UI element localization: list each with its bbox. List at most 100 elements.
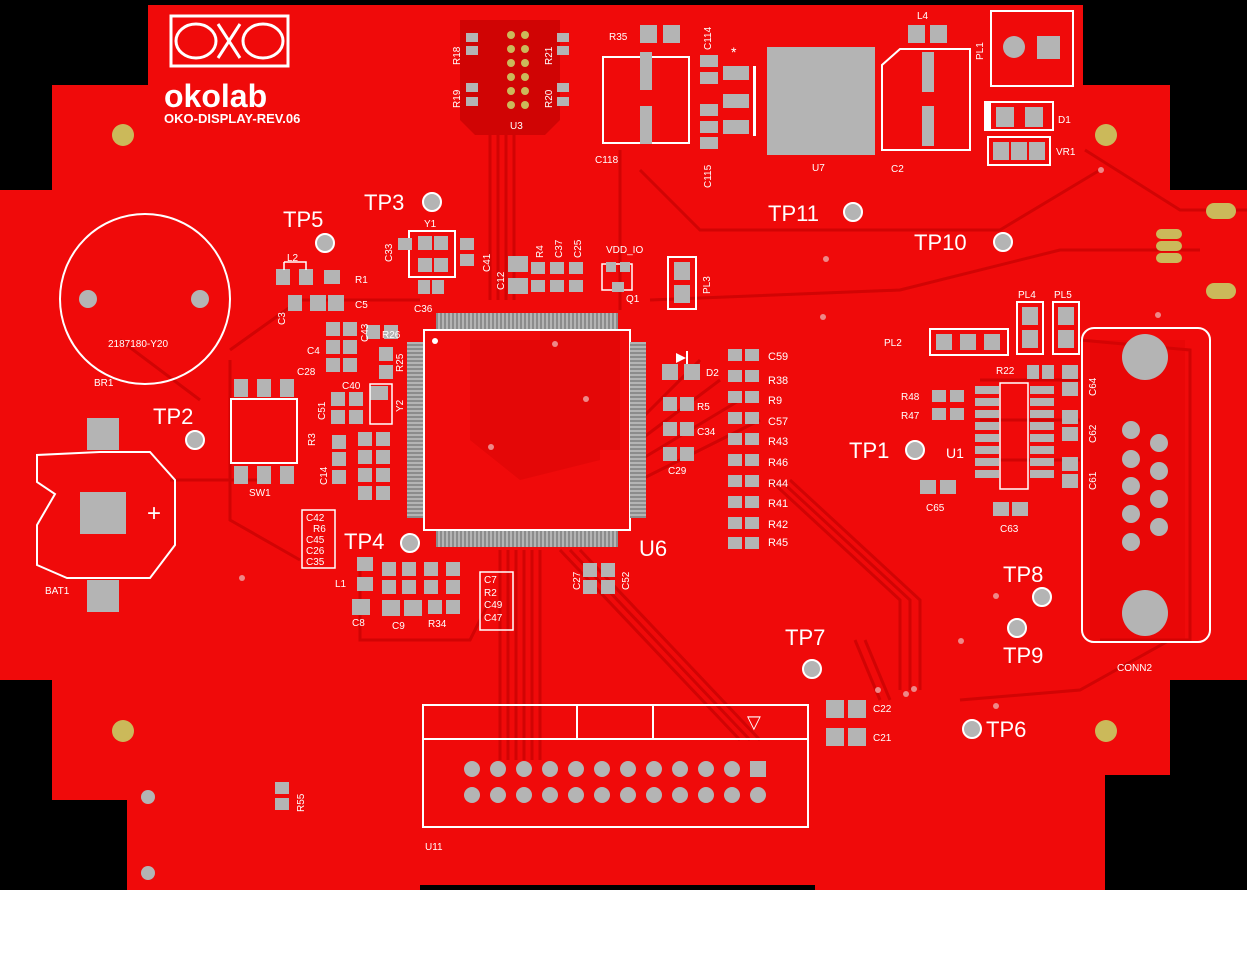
ref-r44: R44 (768, 478, 788, 490)
passives-left-column (276, 269, 398, 500)
ref-c26: C26 (306, 546, 325, 557)
ref-r45: R45 (768, 537, 788, 549)
crystal-y1 (398, 230, 474, 294)
caps-c27-c52 (583, 563, 615, 594)
resistor-r55 (275, 782, 289, 810)
board-outline (0, 5, 1247, 890)
ref-c65: C65 (926, 503, 945, 514)
ref-r9: R9 (768, 395, 782, 407)
ref-y1: Y1 (424, 219, 437, 230)
battery-holder-br1 (59, 213, 231, 385)
ribbon-header-u11 (422, 704, 809, 828)
pin1-star: * (731, 44, 737, 60)
ref-l1: L1 (335, 579, 347, 590)
ref-r47: R47 (901, 411, 920, 422)
ref-r3: R3 (307, 433, 318, 446)
ref-r48: R48 (901, 392, 920, 403)
mounting-holes (112, 124, 1117, 880)
ref-c42: C42 (306, 513, 325, 524)
ref-u3: U3 (510, 121, 523, 132)
caps-c22-c21 (826, 700, 866, 746)
ref-r21: R21 (544, 46, 555, 65)
ref-pl2: PL2 (884, 338, 902, 349)
ref-r6: R6 (313, 524, 326, 535)
ref-u1: U1 (946, 445, 964, 461)
plug-pl3 (667, 256, 697, 310)
vdd-io-label: VDD_IO (606, 245, 643, 256)
plug-pl2 (929, 328, 1009, 356)
plug-pl5 (1052, 301, 1080, 355)
plug-pl4 (1016, 301, 1044, 355)
ref-r46: R46 (768, 457, 788, 469)
y2-outline (369, 383, 393, 425)
ref-c118: C118 (595, 155, 619, 166)
passive-ladder-right (728, 349, 759, 549)
ref-c36: C36 (414, 304, 433, 315)
diode-d1 (984, 101, 1054, 131)
ref-pl5: PL5 (1054, 290, 1072, 301)
ref-r4: R4 (535, 245, 546, 258)
vreg-vr1 (987, 136, 1051, 166)
ref-r5: R5 (697, 402, 710, 413)
regulator-u7 (723, 47, 875, 155)
ref-c2: C2 (891, 164, 904, 175)
ref-c63: C63 (1000, 524, 1019, 535)
ref-l2: L2 (287, 253, 299, 264)
tp10-label: TP10 (914, 230, 967, 255)
ref-l4: L4 (917, 11, 929, 22)
capacitor-c118 (602, 25, 690, 144)
battery-polarity: + (147, 500, 161, 527)
passives-c12-group (508, 256, 583, 294)
ref-c51: C51 (317, 401, 328, 420)
ref-c34: C34 (697, 427, 716, 438)
ref-r35: R35 (609, 32, 628, 43)
ref-r2: R2 (484, 588, 497, 599)
ref-sw1: SW1 (249, 488, 271, 499)
ref-u6: U6 (639, 536, 667, 561)
ref-d1: D1 (1058, 115, 1071, 126)
ref-c62: C62 (1088, 424, 1099, 443)
test-point-pads (185, 192, 1052, 739)
ref-c37: C37 (554, 239, 565, 258)
ref-c25: C25 (573, 239, 584, 258)
ref-pl4: PL4 (1018, 290, 1036, 301)
ref-c12: C12 (496, 271, 507, 290)
passives-r5-c34-c29 (663, 397, 694, 461)
ref-q1: Q1 (626, 294, 640, 305)
ref-c4: C4 (307, 346, 320, 357)
ref-c49: C49 (484, 600, 503, 611)
ref-c43: C43 (360, 323, 371, 342)
tp6-label: TP6 (986, 717, 1026, 742)
ref-pl1: PL1 (975, 42, 986, 60)
tp9-label: TP9 (1003, 643, 1043, 668)
ref-c52: C52 (621, 571, 632, 590)
label-box-c42 (301, 509, 336, 569)
ref-c40: C40 (342, 381, 361, 392)
ref-c45: C45 (306, 535, 325, 546)
ref-c47: C47 (484, 613, 503, 624)
ref-c22: C22 (873, 704, 892, 715)
ref-c29: C29 (668, 466, 687, 477)
ref-u11: U11 (425, 842, 443, 853)
ref-c9: C9 (392, 621, 405, 632)
ref-bat1: BAT1 (45, 586, 70, 597)
capacitor-c2 (881, 25, 971, 151)
tp3-label: TP3 (364, 190, 404, 215)
ref-r38: R38 (768, 375, 788, 387)
ref-c57: C57 (768, 416, 788, 428)
ref-c61: C61 (1088, 471, 1099, 490)
ref-c114: C114 (703, 26, 714, 50)
header-u3 (460, 20, 569, 135)
ref-c21: C21 (873, 733, 892, 744)
ref-r19: R19 (452, 89, 463, 108)
ref-c8: C8 (352, 618, 365, 629)
ref-r55: R55 (296, 793, 307, 812)
ref-c27: C27 (572, 571, 583, 590)
driver-u1 (920, 365, 1078, 516)
battery-part-number: 2187180-Y20 (108, 339, 168, 350)
diode-d2 (662, 351, 700, 380)
tp5-label: TP5 (283, 207, 323, 232)
ref-r43: R43 (768, 436, 788, 448)
ref-r42: R42 (768, 519, 788, 531)
transistor-q1 (601, 262, 633, 292)
